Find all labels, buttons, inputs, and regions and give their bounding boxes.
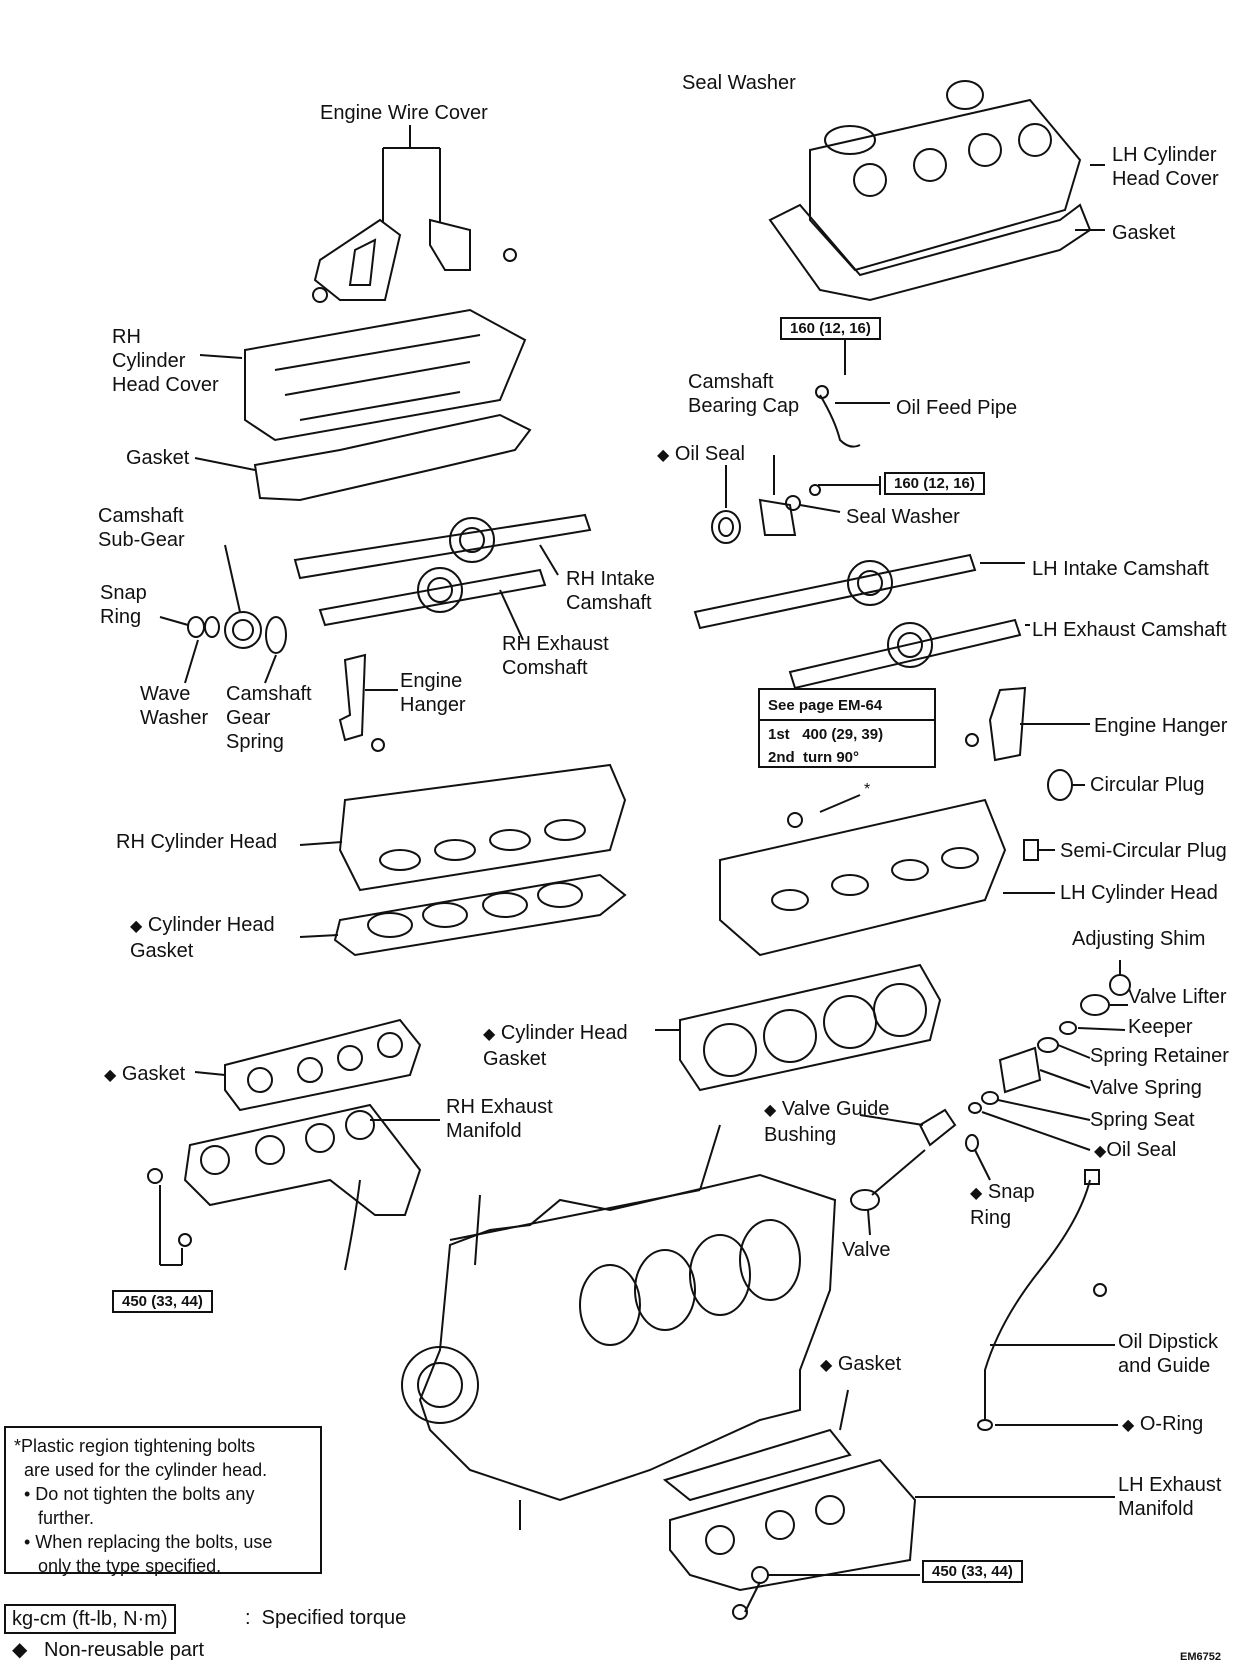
valve-train-part (850, 960, 1131, 1236)
valve-label: Valve (842, 1239, 891, 1261)
non-reusable-legend: Non-reusable part (44, 1639, 205, 1661)
non-reusable-diamond-icon: ◆ (12, 1639, 28, 1661)
camshaft-sub-gear-label: Camshaft Sub-Gear (98, 505, 185, 551)
camshaft-bearing-cap-label: Camshaft Bearing Cap (688, 371, 800, 417)
engine-hanger-label: Engine Hanger (1094, 715, 1228, 737)
plastic-region-asterisk: * (864, 781, 871, 798)
rh-cylinder-head-cover-part (199, 308, 527, 442)
gasket-label: ◆ Gasket (820, 1353, 902, 1375)
rh-cylinder-head-cover-label: RH Cylinder Head Cover (112, 326, 219, 396)
note-line: *Plastic region tightening bolts (14, 1436, 256, 1456)
adjusting-shim-label: Adjusting Shim (1072, 928, 1206, 950)
torque-box: 450 (33, 44) (112, 1290, 213, 1313)
lh-cylinder-head-label: LH Cylinder Head (1060, 882, 1218, 904)
lh-cylinder-head-part (719, 794, 1055, 957)
circular-plug-label: Circular Plug (1090, 774, 1205, 796)
engine-hanger-label: Engine Hanger (400, 670, 466, 716)
non-reusable-diamond-icon: ◆ (970, 1185, 983, 1202)
rh-gasket-part (194, 413, 532, 502)
torque-box: 160 (12, 16) (884, 472, 985, 495)
lh-gasket-part (768, 203, 1105, 302)
head-bolt-torque-spec: See page EM-64 1st 400 (29, 39) 2nd turn… (758, 688, 936, 768)
keeper-label: Keeper (1128, 1016, 1193, 1038)
non-reusable-diamond-icon: ◆ (764, 1102, 777, 1119)
seal-washer-label: Seal Washer (846, 506, 960, 528)
oil-feed-pipe-label: Oil Feed Pipe (896, 397, 1018, 419)
note-line: only the type specified. (38, 1556, 222, 1576)
cylinder-head-gasket-label: ◆ Cylinder Head Gasket (483, 1022, 628, 1070)
note-line: further. (38, 1508, 95, 1528)
rh-exhaust-manifold-label: RH Exhaust Manifold (446, 1096, 553, 1142)
spec-second-step: 2nd turn 90° (768, 749, 860, 766)
note-line: • When replacing the bolts, use (24, 1532, 273, 1552)
lh-head-gasket-part (655, 963, 942, 1092)
lh-cylinder-head-cover-part (809, 80, 1105, 272)
o-ring-label: ◆ O-Ring (1122, 1413, 1204, 1435)
spec-first-step: 1st 400 (29, 39) (768, 726, 884, 743)
valve-spring-label: Valve Spring (1090, 1077, 1202, 1099)
valve-lifter-label: Valve Lifter (1128, 986, 1227, 1008)
torque-unit-box: kg-cm (ft-lb, N·m) (4, 1604, 176, 1634)
spring-retainer-label: Spring Retainer (1090, 1045, 1229, 1067)
rh-camshafts-part (293, 513, 592, 641)
oil-dipstick-part (977, 1169, 1118, 1431)
note-line: • Do not tighten the bolts any (24, 1484, 255, 1504)
oil-dipstick-label: Oil Dipstick and Guide (1118, 1331, 1219, 1377)
rh-exhaust-manifold-part (147, 1018, 440, 1271)
note-line: are used for the cylinder head. (24, 1460, 268, 1480)
non-reusable-diamond-icon: ◆ (1094, 1143, 1107, 1160)
torque-unit-legend: : Specified torque (245, 1607, 407, 1629)
lh-exhaust-manifold-label: LH Exhaust Manifold (1118, 1474, 1222, 1520)
non-reusable-diamond-icon: ◆ (1122, 1417, 1135, 1434)
bearing-cap-part (711, 455, 881, 544)
seal-washer-label: Seal Washer (682, 72, 796, 94)
lh-cylinder-head-cover-label: LH Cylinder Head Cover (1112, 144, 1219, 190)
torque-box: 160 (12, 16) (780, 317, 881, 340)
rh-intake-camshaft-label: RH Intake Camshaft (566, 568, 655, 614)
engine-wire-cover-label: Engine Wire Cover (320, 102, 488, 124)
oil-seal-label: ◆ Oil Seal (657, 443, 745, 465)
engine-hanger-parts (338, 653, 1090, 861)
wave-washer-label: Wave Washer (140, 683, 209, 729)
lh-camshafts-part (693, 553, 1030, 690)
figure-code: EM6752 (1180, 1651, 1221, 1663)
plastic-region-bolt-note: *Plastic region tightening bolts are use… (4, 1426, 322, 1576)
snap-ring-label: ◆ Snap Ring (970, 1181, 1035, 1229)
valve-guide-bushing-label: ◆ Valve Guide Bushing (764, 1098, 890, 1146)
non-reusable-diamond-icon: ◆ (820, 1357, 833, 1374)
semi-circular-plug-label: Semi-Circular Plug (1060, 840, 1227, 862)
lh-exhaust-manifold-part (662, 1389, 1115, 1620)
engine-wire-cover-part (312, 125, 517, 303)
lh-intake-camshaft-label: LH Intake Camshaft (1032, 558, 1209, 580)
spec-header: See page EM-64 (760, 694, 934, 721)
rh-cylinder-head-part (299, 763, 627, 892)
non-reusable-diamond-icon: ◆ (130, 918, 143, 935)
non-reusable-diamond-icon: ◆ (104, 1067, 117, 1084)
camshaft-gear-spring-label: Camshaft Gear Spring (226, 683, 312, 753)
camshaft-sub-gear-part (159, 544, 287, 684)
non-reusable-diamond-icon: ◆ (657, 447, 670, 464)
rh-head-gasket-part (299, 873, 627, 957)
engine-block-part (401, 1124, 837, 1530)
gasket-label: Gasket (126, 447, 190, 469)
spring-seat-label: Spring Seat (1090, 1109, 1195, 1131)
rh-exhaust-camshaft-label: RH Exhaust Comshaft (502, 633, 609, 679)
cylinder-head-gasket-label: ◆ Cylinder Head Gasket (130, 914, 275, 962)
lh-exhaust-camshaft-label: LH Exhaust Camshaft (1032, 619, 1227, 641)
torque-box: 450 (33, 44) (922, 1560, 1023, 1583)
gasket-label: Gasket (1112, 222, 1176, 244)
snap-ring-label: Snap Ring (100, 582, 147, 628)
non-reusable-diamond-icon: ◆ (483, 1026, 496, 1043)
oil-feed-pipe-part (815, 335, 890, 448)
rh-cylinder-head-label: RH Cylinder Head (116, 831, 278, 853)
oil-seal-label: ◆Oil Seal (1094, 1139, 1177, 1161)
gasket-label: ◆ Gasket (104, 1063, 186, 1085)
